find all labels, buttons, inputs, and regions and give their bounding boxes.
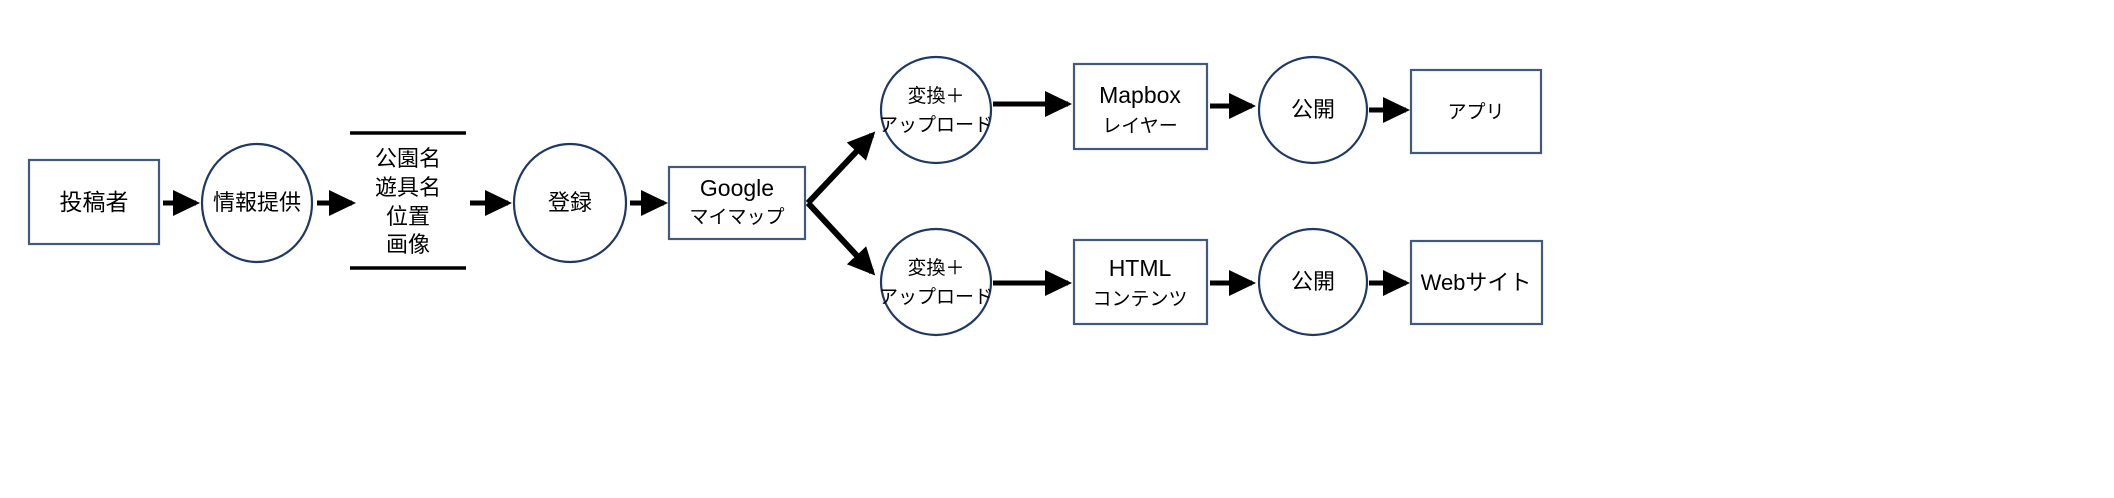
- website-box[interactable]: [1409, 239, 1544, 326]
- node-poster[interactable]: 投稿者: [27, 158, 161, 246]
- data-list-item-2: 位置: [386, 204, 430, 229]
- register-label: 登録: [548, 190, 592, 215]
- app-box[interactable]: [1409, 68, 1543, 155]
- publish-top-ellipse[interactable]: [1257, 55, 1369, 165]
- convert-upload-top-ellipse[interactable]: [879, 55, 993, 165]
- node-publish-bottom[interactable]: 公開: [1257, 227, 1369, 337]
- publish-top-label: 公開: [1291, 97, 1335, 122]
- node-convert-upload-top[interactable]: 変換＋ アップロード: [879, 55, 993, 165]
- convert-upload-top-line1: 変換＋: [907, 85, 964, 107]
- node-publish-top[interactable]: 公開: [1257, 55, 1369, 165]
- node-mapbox-layer[interactable]: Mapbox レイヤー: [1072, 62, 1209, 151]
- mapbox-layer-line1: Mapbox: [1099, 82, 1181, 108]
- html-content-box[interactable]: [1072, 238, 1209, 326]
- convert-upload-bottom-ellipse[interactable]: [879, 227, 993, 337]
- data-list-item-1: 遊具名: [375, 175, 441, 200]
- node-register[interactable]: 登録: [512, 142, 628, 264]
- mapbox-layer-box[interactable]: [1072, 62, 1209, 151]
- app-label: アプリ: [1447, 101, 1504, 123]
- provide-info-ellipse[interactable]: [200, 142, 314, 264]
- poster-box[interactable]: [27, 158, 161, 246]
- publish-bottom-ellipse[interactable]: [1257, 227, 1369, 337]
- node-provide-info[interactable]: 情報提供: [200, 142, 314, 264]
- arrow-google-to-convert-bottom: [805, 200, 876, 276]
- node-website[interactable]: Webサイト: [1409, 239, 1544, 326]
- node-data-list: 公園名 遊具名 位置 画像: [350, 131, 466, 270]
- google-mymaps-label-line2: マイマップ: [689, 206, 784, 228]
- register-ellipse[interactable]: [512, 142, 628, 264]
- website-label: Webサイト: [1421, 270, 1532, 295]
- convert-upload-top-line2: アップロード: [879, 114, 993, 136]
- poster-label: 投稿者: [60, 189, 129, 215]
- mapbox-layer-line2: レイヤー: [1102, 116, 1177, 137]
- provide-info-label: 情報提供: [213, 190, 301, 215]
- node-html-content[interactable]: HTML コンテンツ: [1072, 238, 1209, 326]
- html-content-line2: コンテンツ: [1092, 289, 1187, 310]
- google-mymaps-box[interactable]: [667, 165, 807, 241]
- data-list-item-3: 画像: [386, 232, 430, 257]
- node-convert-upload-bottom[interactable]: 変換＋ アップロード: [879, 227, 993, 337]
- arrow-google-to-convert-top: [805, 131, 876, 206]
- data-list-item-0: 公園名: [375, 146, 441, 171]
- html-content-line1: HTML: [1109, 255, 1172, 281]
- convert-upload-bottom-line2: アップロード: [879, 286, 993, 308]
- convert-upload-bottom-line1: 変換＋: [907, 257, 964, 279]
- node-google-mymaps[interactable]: Google マイマップ: [667, 165, 807, 241]
- google-mymaps-label-line1: Google: [700, 175, 774, 201]
- node-app[interactable]: アプリ: [1409, 68, 1543, 155]
- publish-bottom-label: 公開: [1291, 269, 1335, 294]
